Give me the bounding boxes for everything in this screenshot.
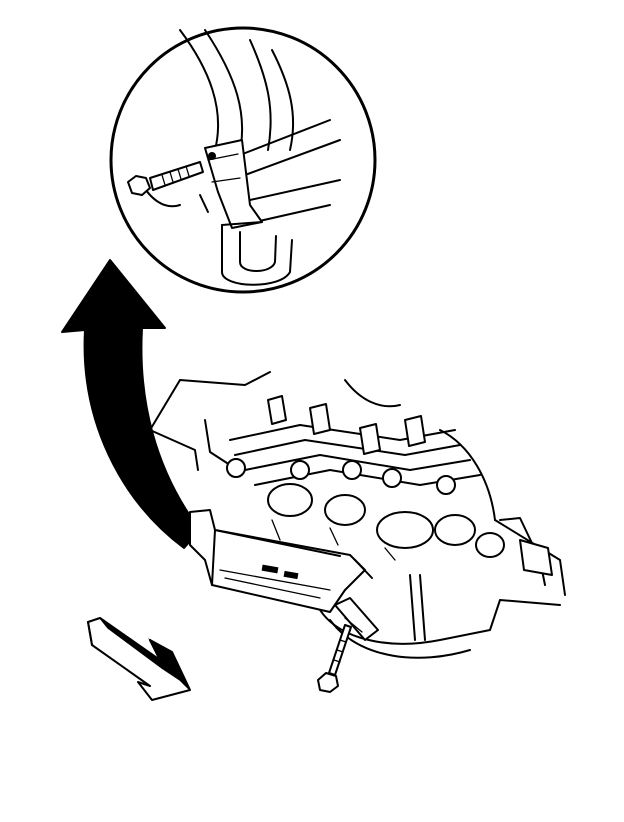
- mounting-bolt: [317, 624, 352, 693]
- engine-assembly: [149, 371, 566, 659]
- detail-bolt: [127, 161, 204, 196]
- front-direction-arrow: [87, 617, 191, 701]
- detail-view-magnifier: [109, 26, 377, 294]
- callout-arrow: [61, 259, 201, 549]
- bracket-bolt-detail: [127, 29, 341, 286]
- injector-row: [226, 395, 456, 495]
- oil-pan-bracket: [189, 509, 379, 641]
- port-row: [267, 483, 505, 561]
